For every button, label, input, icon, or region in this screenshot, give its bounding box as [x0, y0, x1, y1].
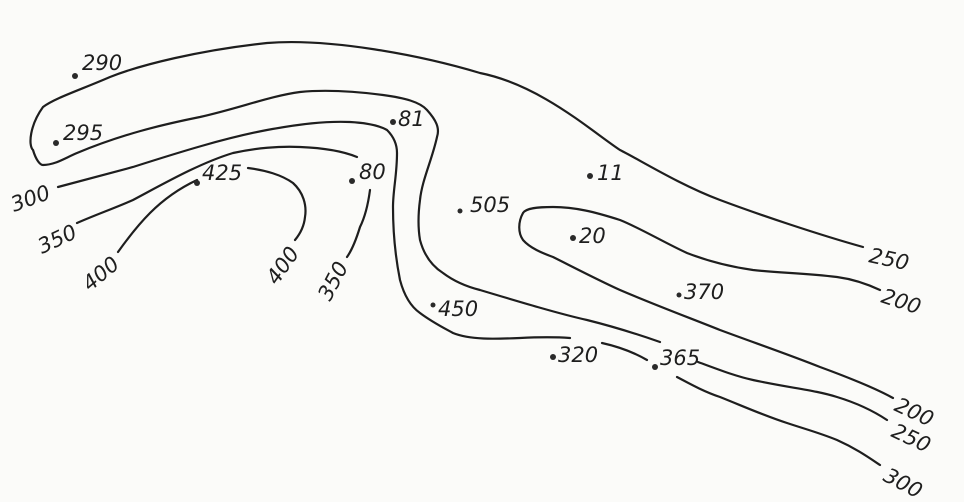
isoline-label: 350: [313, 258, 353, 305]
isoline-label: 400: [261, 242, 304, 289]
point-label: 295: [63, 121, 103, 145]
point-marker: [53, 140, 59, 146]
isoline-400-left: [116, 178, 199, 254]
point-marker: [587, 173, 593, 179]
point-marker: [430, 302, 436, 308]
point-marker: [72, 73, 78, 79]
point-label: 80: [359, 160, 386, 184]
point-marker: [570, 235, 576, 241]
point-label: 365: [660, 346, 700, 370]
point-label: 505: [470, 193, 510, 217]
data-points: 290 295 425 81 80 505 11 20 370 450 320 …: [53, 51, 724, 370]
point-label: 425: [202, 161, 242, 185]
point-marker: [457, 208, 463, 214]
isoline-labels: 250 250 300 300 350 350 400 400 200 200: [8, 180, 938, 502]
point-marker: [390, 119, 396, 125]
point-marker: [349, 178, 355, 184]
point-label: 290: [82, 51, 122, 75]
isoline-350-right: [345, 188, 372, 259]
isoline-label: 250: [867, 243, 911, 275]
point-label: 370: [684, 280, 724, 304]
isoline-300-tail: [675, 375, 882, 467]
isoline-label: 300: [8, 180, 54, 216]
point-label: 450: [438, 297, 478, 321]
isoline-label: 350: [34, 220, 80, 259]
point-marker: [676, 292, 682, 298]
isoline-label: 200: [878, 284, 924, 319]
isoline-label: 400: [78, 252, 124, 296]
point-label: 320: [558, 343, 598, 367]
isoline-350-left: [75, 145, 359, 225]
isoline-label: 300: [880, 463, 927, 502]
point-label: 11: [597, 161, 624, 185]
point-label: 20: [579, 224, 606, 248]
point-marker: [194, 180, 200, 186]
isoline-300-mid: [600, 341, 649, 362]
isoline-300: [56, 120, 572, 340]
isoline-250: [29, 41, 865, 344]
isoline-400-right: [246, 166, 307, 242]
point-marker: [550, 354, 556, 360]
point-marker: [652, 364, 658, 370]
isoline-250-tail: [696, 360, 889, 422]
isoline-200: [518, 205, 895, 400]
point-label: 81: [398, 107, 425, 131]
